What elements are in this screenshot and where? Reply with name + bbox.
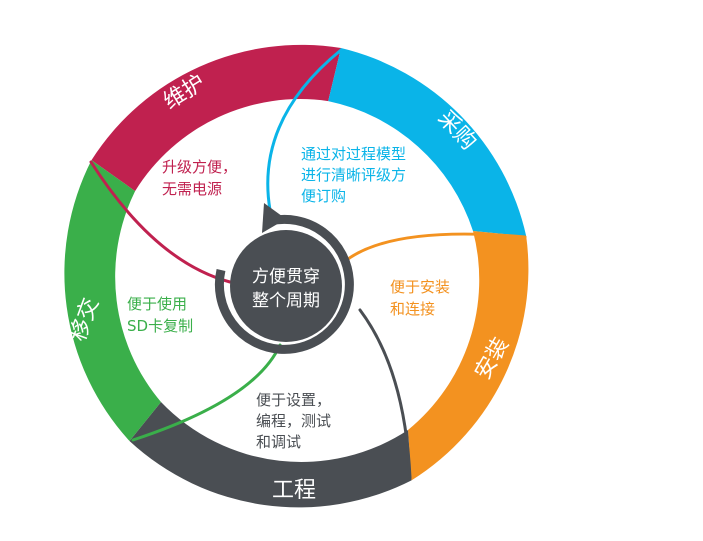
ring-label-engineering: 工程 (272, 478, 316, 503)
install-text-line1: 便于安装 (390, 278, 450, 296)
maintain-text-line2: 无需电源 (162, 180, 222, 198)
connector-transfer (131, 343, 282, 442)
engineering-text-line2: 编程，测试 (256, 412, 331, 430)
ring-segment-maintain (91, 44, 341, 192)
connector-purchase (266, 48, 343, 212)
engineering-text-line3: 和调试 (256, 433, 301, 451)
install-text-line2: 和连接 (390, 300, 435, 318)
connector-maintain (89, 160, 232, 284)
engineering-description: 便于设置， 编程，测试 和调试 (256, 391, 331, 451)
ring-segment-engineering (129, 402, 412, 508)
ring-segment-install (408, 231, 529, 481)
connector-install (342, 232, 527, 264)
purchase-text-line3: 便订购 (301, 187, 346, 205)
maintain-text-line1: 升级方便， (162, 158, 237, 176)
transfer-description: 便于使用 SD卡复制 (127, 295, 193, 335)
center-text-line1: 方便贯穿 (252, 267, 320, 287)
cycle-arrow-arc (214, 214, 354, 354)
purchase-text-line1: 通过对过程模型 (301, 145, 406, 163)
engineering-text-line1: 便于设置， (256, 391, 331, 409)
transfer-text-line1: 便于使用 (127, 295, 187, 313)
center-circle (230, 230, 342, 342)
install-description: 便于安装 和连接 (390, 278, 450, 318)
ring (64, 44, 529, 508)
cycle-arrow (214, 203, 354, 354)
center-text-line2: 整个周期 (252, 291, 320, 311)
ring-segment-purchase (328, 48, 527, 237)
connectors (89, 48, 527, 480)
purchase-text-line2: 进行清晰评级方 (301, 166, 406, 184)
connector-engineering (358, 308, 412, 480)
purchase-description: 通过对过程模型 进行清晰评级方 便订购 (301, 145, 406, 205)
transfer-text-line2: SD卡复制 (127, 317, 193, 335)
maintain-description: 升级方便， 无需电源 (162, 158, 237, 198)
ring-segment-transfer (64, 160, 161, 441)
cycle-arrow-head (262, 203, 286, 233)
